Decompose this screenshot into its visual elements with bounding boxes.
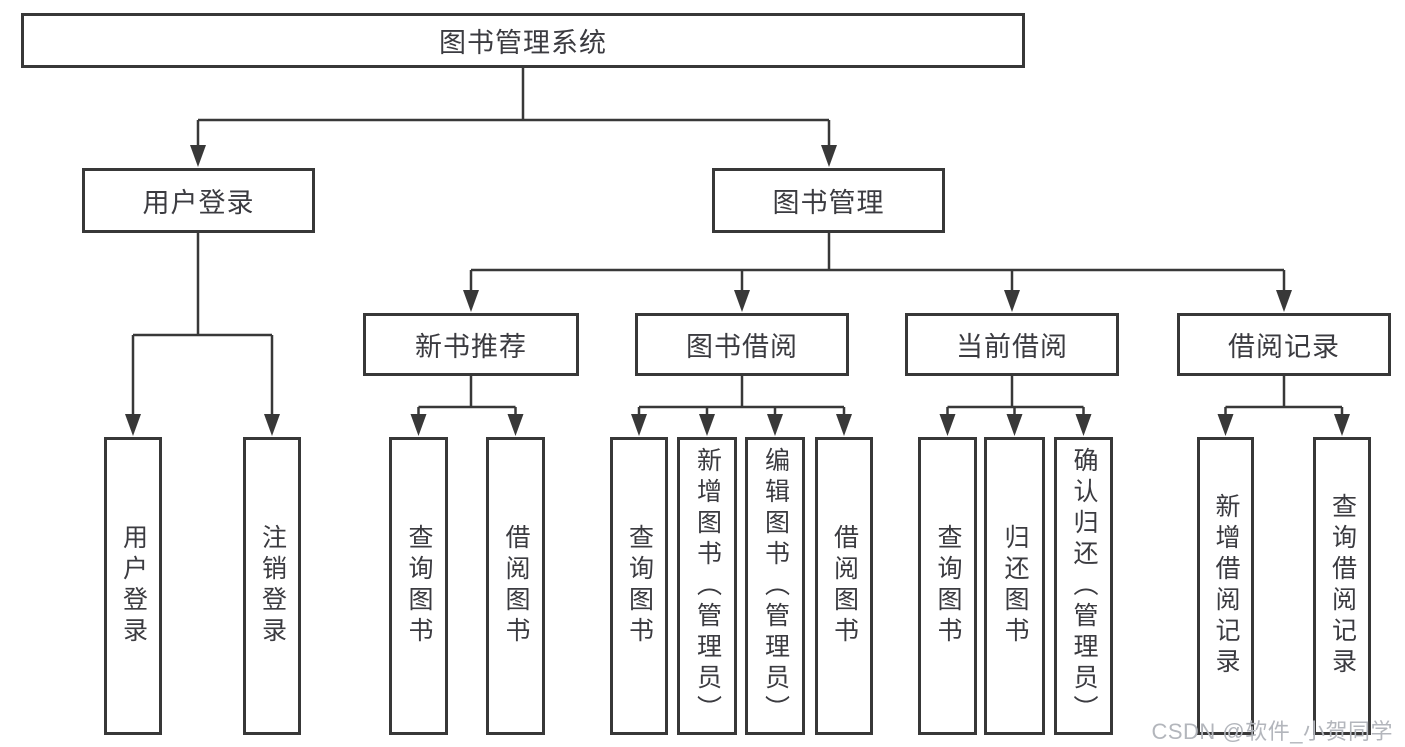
node-return-books: 归还图书 bbox=[984, 437, 1045, 735]
arrow-down-icon bbox=[1006, 414, 1023, 436]
node-recommend-borrow-books: 借阅图书 bbox=[486, 437, 545, 735]
node-borrowing-query-books: 查询图书 bbox=[610, 437, 668, 735]
arrow-down-icon bbox=[410, 414, 427, 436]
node-logout: 注销登录 bbox=[243, 437, 301, 735]
arrow-down-icon bbox=[1004, 290, 1020, 312]
node-query-borrow-record: 查询借阅记录 bbox=[1313, 437, 1371, 735]
node-library-management-system: 图书管理系统 bbox=[21, 13, 1025, 68]
node-add-borrow-record: 新增借阅记录 bbox=[1197, 437, 1254, 735]
node-borrowing-borrow-books: 借阅图书 bbox=[815, 437, 873, 735]
arrow-down-icon bbox=[821, 145, 837, 167]
arrow-down-icon bbox=[631, 414, 647, 436]
node-user-login-action: 用户登录 bbox=[104, 437, 162, 735]
node-user-login: 用户登录 bbox=[82, 168, 315, 233]
arrow-down-icon bbox=[125, 414, 141, 436]
arrow-down-icon bbox=[699, 414, 715, 436]
node-book-borrowing: 图书借阅 bbox=[635, 313, 849, 376]
node-recommend-query-books: 查询图书 bbox=[389, 437, 448, 735]
arrow-down-icon bbox=[1075, 414, 1092, 436]
node-current-query-books: 查询图书 bbox=[918, 437, 977, 735]
node-confirm-return-admin: 确认归还（管理员） bbox=[1054, 437, 1113, 735]
arrow-down-icon bbox=[264, 414, 280, 436]
arrow-down-icon bbox=[836, 414, 852, 436]
node-add-books-admin: 新增图书（管理员） bbox=[677, 437, 737, 735]
node-borrowing-records: 借阅记录 bbox=[1177, 313, 1391, 376]
node-book-management: 图书管理 bbox=[712, 168, 945, 233]
arrow-down-icon bbox=[507, 414, 524, 436]
arrow-down-icon bbox=[767, 414, 783, 436]
watermark: CSDN @软件_小贺同学 bbox=[1151, 719, 1393, 744]
arrow-down-icon bbox=[463, 290, 479, 312]
arrow-down-icon bbox=[734, 290, 750, 312]
node-current-borrowing: 当前借阅 bbox=[905, 313, 1119, 376]
node-new-book-recommendation: 新书推荐 bbox=[363, 313, 579, 376]
arrow-down-icon bbox=[1334, 414, 1350, 436]
arrow-down-icon bbox=[1276, 290, 1292, 312]
node-edit-books-admin: 编辑图书（管理员） bbox=[745, 437, 805, 735]
arrow-down-icon bbox=[190, 145, 206, 167]
arrow-down-icon bbox=[939, 414, 956, 436]
arrow-down-icon bbox=[1217, 414, 1234, 436]
